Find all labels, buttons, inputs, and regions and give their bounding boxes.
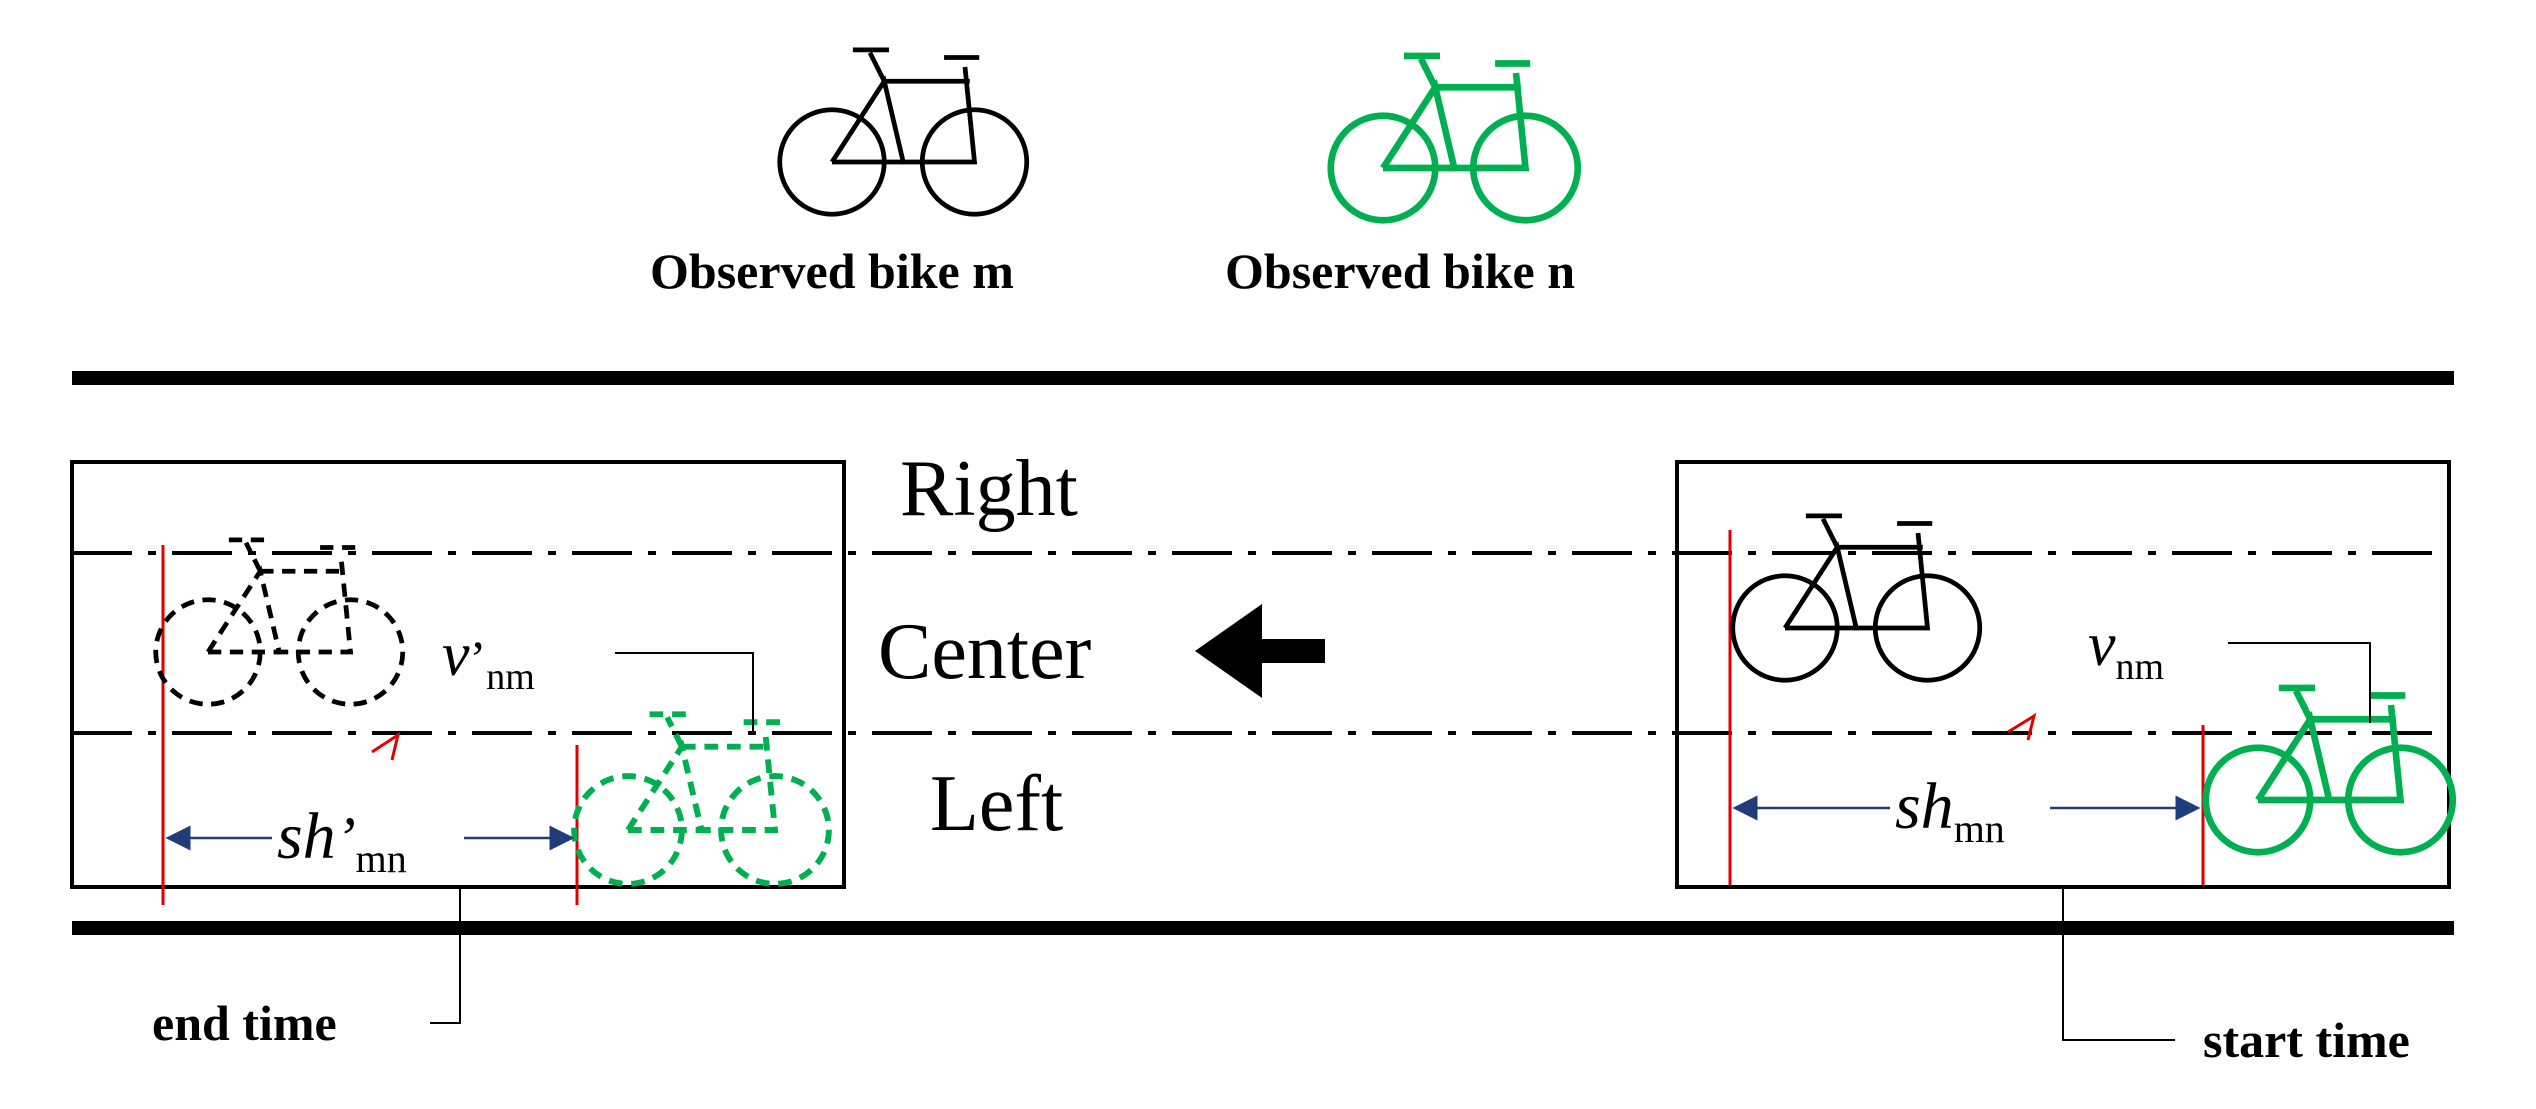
start-speed-leader-line [2228,642,2371,723]
legend-bike-n-label: Observed bike n [1225,243,1575,299]
lane-label-right: Right [900,445,1078,533]
end-headway-label: sh’mn [277,800,407,881]
start-time-leader-line [2062,888,2175,1041]
end-time-leader-line [430,888,461,1024]
end-headway-label-bg [272,800,464,878]
travel-direction-arrow-icon [1195,604,1325,698]
road-edge-bottom [72,921,2454,935]
legend-bike-m-label: Observed bike m [650,243,1014,299]
start-bike-m-icon [1733,516,1980,680]
start-bike-n-icon [2206,688,2453,852]
end-bike-m-dashed-icon [156,540,403,704]
legend-bike-m-icon [780,50,1027,214]
start-time-label: start time [2203,1012,2410,1068]
lane-label-left: Left [930,760,1063,848]
end-speed-leader-line [615,652,754,733]
start-headway-label-bg [1890,770,2050,848]
end-time-snapshot-box [70,460,846,889]
start-time-snapshot-box [1675,460,2451,889]
end-time-label: end time [152,995,337,1051]
legend-bike-n-icon [1331,56,1578,220]
start-headway-label: shmn [1895,770,2005,851]
road-edge-top [72,371,2454,385]
start-speed-angle-mark-icon [2007,712,2037,741]
start-speed-label: vnm [2088,611,2164,688]
lane-label-center: Center [878,608,1091,696]
end-bike-n-dashed-icon [574,714,829,884]
end-speed-angle-mark-icon [371,731,401,761]
end-speed-label: v’nm [442,621,535,698]
